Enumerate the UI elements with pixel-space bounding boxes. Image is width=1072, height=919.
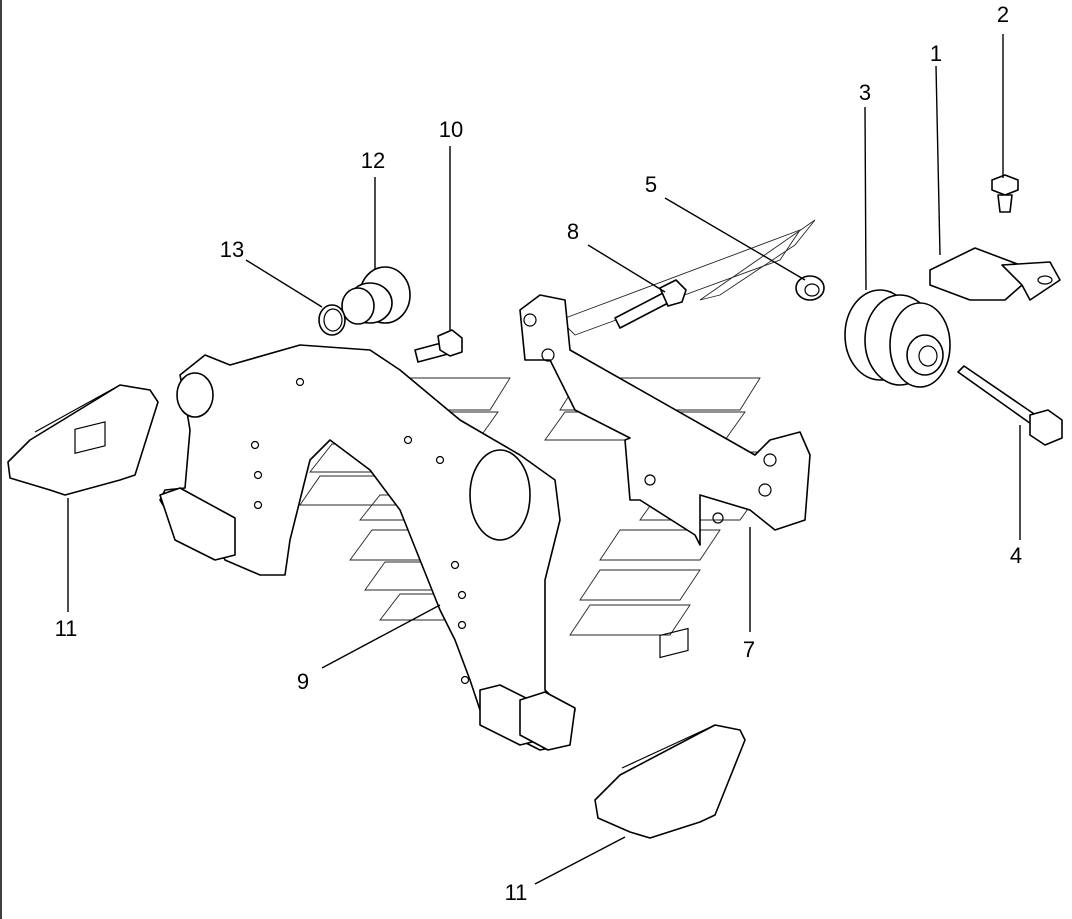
callout-label-7: 7 (742, 637, 756, 662)
bolt-icon (991, 174, 1019, 213)
bolt-icon (414, 329, 463, 363)
callout-label-2: 2 (996, 2, 1010, 27)
callout-label-1: 1 (929, 41, 943, 66)
leader-13 (245, 259, 323, 308)
leader-1 (935, 65, 941, 256)
bolt-icon (614, 279, 687, 329)
callout-label-3: 3 (858, 80, 872, 105)
rubber-mount-icon (844, 289, 951, 388)
callout-label-9: 9 (296, 669, 310, 694)
leader-5 (664, 197, 806, 281)
cushion-block-icon (7, 384, 159, 496)
callout-label-13: 13 (219, 237, 245, 262)
bolt-icon (957, 365, 1063, 446)
callout-label-10: 10 (438, 117, 464, 142)
callout-label-12: 12 (360, 148, 386, 173)
cushion-block-icon (594, 627, 746, 839)
leader-9 (321, 604, 441, 669)
callout-label-5: 5 (644, 172, 658, 197)
leader-8 (587, 244, 666, 293)
callout-label-11-lower: 11 (504, 880, 528, 905)
leader-lines (67, 34, 1021, 885)
bushing-icon (341, 266, 411, 325)
callout-label-4: 4 (1009, 543, 1023, 568)
callout-label-11-upper: 11 (54, 616, 78, 641)
bracket-icon (519, 294, 811, 546)
leader-3 (864, 106, 867, 291)
bracket-plate-icon (929, 247, 1061, 301)
support-bracket-icon (159, 344, 576, 751)
callout-label-8: 8 (566, 219, 580, 244)
o-ring-icon (318, 304, 346, 336)
leader-11b (534, 836, 626, 885)
nut-icon (795, 275, 825, 301)
